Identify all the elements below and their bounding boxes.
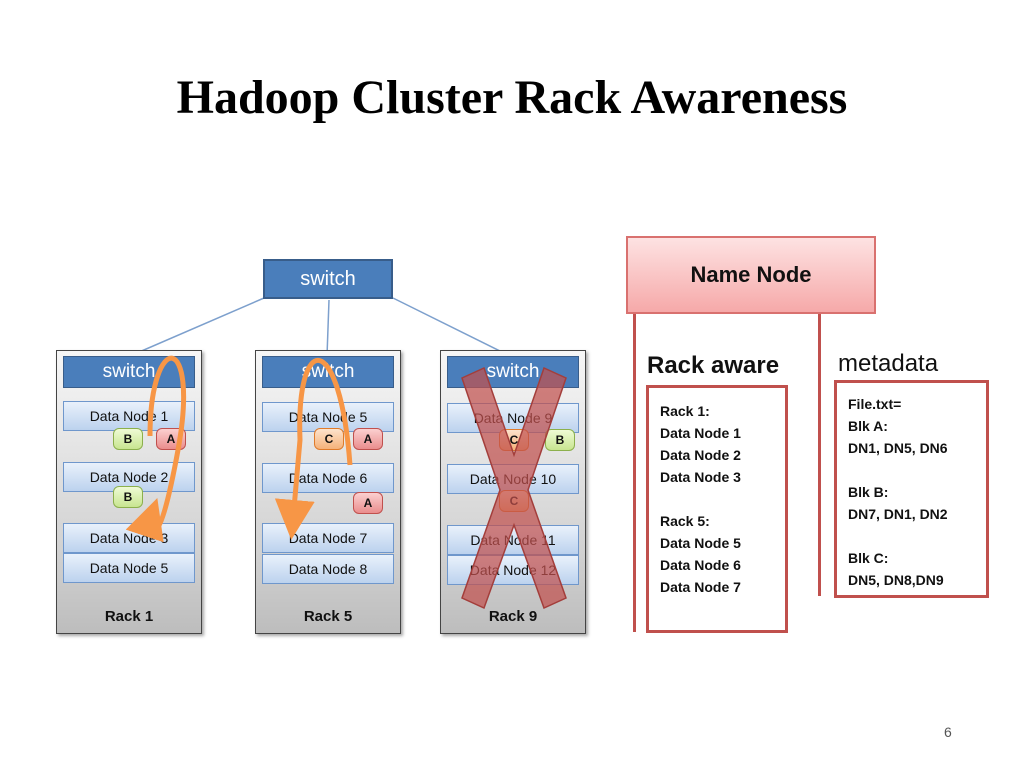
rack-aware-line: Data Node 6: [660, 557, 741, 573]
block-a-rack-5-dn6: A: [353, 492, 383, 514]
metadata-line: Blk A:: [848, 418, 888, 434]
core-switch: switch: [263, 259, 393, 299]
page-number: 6: [944, 724, 952, 740]
block-b-rack-9-dn9: B: [545, 429, 575, 451]
slide-title: Hadoop Cluster Rack Awareness: [176, 71, 848, 124]
metadata-line: DN5, DN8,DN9: [848, 572, 944, 588]
metadata-title: metadata: [838, 350, 939, 377]
name-node: Name Node: [626, 236, 876, 314]
rack-aware-line: Data Node 1: [660, 425, 741, 441]
link-rack-5: [326, 299, 330, 357]
rack-aware-line: Rack 5:: [660, 513, 710, 529]
metadata-line: File.txt=: [848, 396, 902, 412]
rack-aware-line: [660, 488, 785, 510]
rack-aware-line: Rack 1:: [660, 403, 710, 419]
name-node-right-line: [818, 314, 821, 596]
metadata-line: Blk B:: [848, 484, 889, 500]
block-a-rack-5-dn5: A: [353, 428, 383, 450]
metadata-line: Blk C:: [848, 550, 889, 566]
rack-9-label: Rack 9: [488, 608, 538, 625]
metadata-line: DN1, DN5, DN6: [848, 440, 948, 456]
rack-5-label: Rack 5: [303, 608, 353, 625]
rack-aware-line: Data Node 3: [660, 469, 741, 485]
metadata-box: File.txt= Blk A: DN1, DN5, DN6 Blk B: DN…: [834, 380, 989, 598]
rack-5-node-4: Data Node 8: [262, 554, 394, 584]
rack-aware-box: Rack 1: Data Node 1 Data Node 2 Data Nod…: [646, 385, 788, 633]
name-node-left-line: [633, 314, 636, 632]
rack-5: switch Data Node 5 Data Node 6 Data Node…: [255, 350, 401, 634]
rack-aware-line: Data Node 5: [660, 535, 741, 551]
metadata-line: [848, 525, 986, 547]
rack-5-node-2: Data Node 6: [262, 463, 394, 493]
block-b-rack-1-dn1: B: [113, 428, 143, 450]
block-c-rack-5-dn5: C: [314, 428, 344, 450]
arrow-rack-1-replication: [125, 355, 187, 543]
rack-1-switch: switch: [63, 356, 195, 388]
rack-1-node-4: Data Node 5: [63, 553, 195, 583]
rack-aware-line: Data Node 2: [660, 447, 741, 463]
metadata-line: [848, 459, 986, 481]
metadata-line: DN7, DN1, DN2: [848, 506, 948, 522]
link-rack-9: [392, 297, 511, 357]
rack-1-label: Rack 1: [104, 608, 154, 625]
rack-aware-line: Data Node 7: [660, 579, 741, 595]
rack-aware-title: Rack aware: [647, 352, 780, 379]
arrow-rack-5-replication: [274, 358, 353, 540]
link-rack-1: [129, 297, 265, 357]
